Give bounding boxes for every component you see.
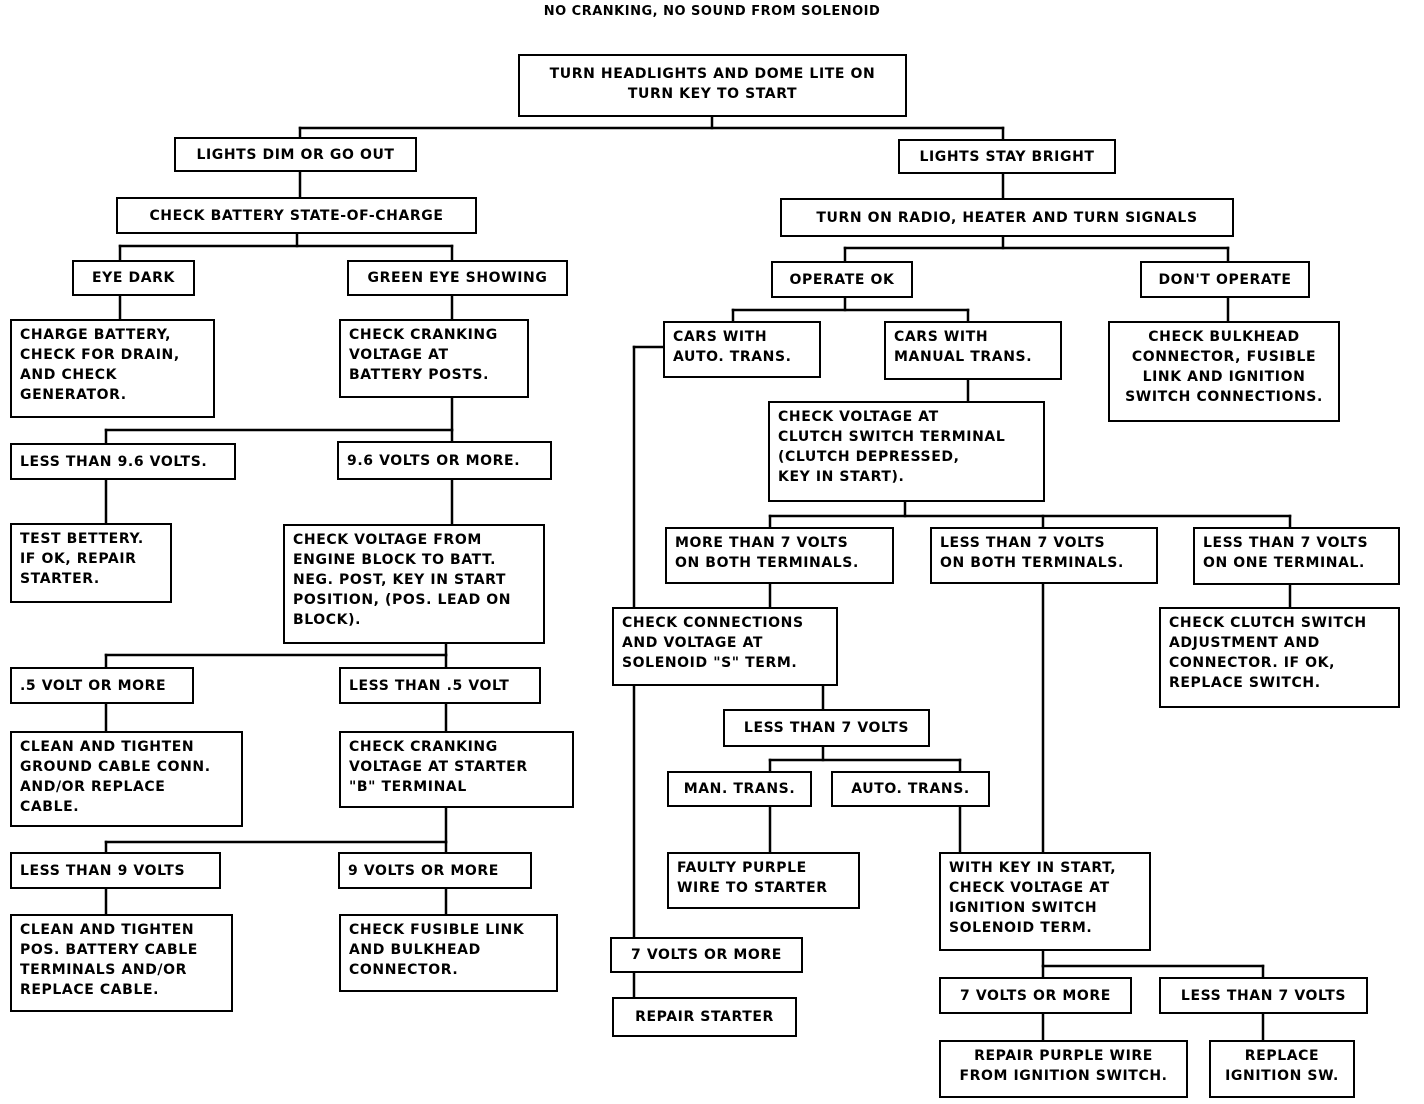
faulty-purple-wire-box: FAULTY PURPLE WIRE TO STARTER: [667, 852, 860, 909]
less-7-both-box: LESS THAN 7 VOLTS ON BOTH TERMINALS.: [930, 527, 1158, 584]
check-bulkhead-box: CHECK BULKHEAD CONNECTOR, FUSIBLE LINK A…: [1108, 321, 1340, 422]
man-trans-box: MAN. TRANS.: [667, 771, 812, 807]
repair-purple-wire-box: REPAIR PURPLE WIRE FROM IGNITION SWITCH.: [939, 1040, 1188, 1098]
check-connections-s-box: CHECK CONNECTIONS AND VOLTAGE AT SOLENOI…: [612, 607, 838, 686]
more-7-both-box: MORE THAN 7 VOLTS ON BOTH TERMINALS.: [665, 527, 894, 584]
less-7-ignition-box: LESS THAN 7 VOLTS: [1159, 977, 1368, 1014]
turn-on-radio-box: TURN ON RADIO, HEATER AND TURN SIGNALS: [780, 198, 1234, 237]
less-than-9-box: LESS THAN 9 VOLTS: [10, 852, 221, 889]
half-volt-or-more-box: .5 VOLT OR MORE: [10, 667, 194, 704]
replace-ignition-switch-box: REPLACE IGNITION SW.: [1209, 1040, 1355, 1098]
less-7-solenoid-box: LESS THAN 7 VOLTS: [723, 709, 930, 747]
check-battery-box: CHECK BATTERY STATE-OF-CHARGE: [116, 197, 477, 234]
cars-manual-trans-box: CARS WITH MANUAL TRANS.: [884, 321, 1062, 380]
check-clutch-terminal-box: CHECK VOLTAGE AT CLUTCH SWITCH TERMINAL …: [768, 401, 1045, 502]
clean-pos-cable-box: CLEAN AND TIGHTEN POS. BATTERY CABLE TER…: [10, 914, 233, 1012]
check-engine-block-box: CHECK VOLTAGE FROM ENGINE BLOCK TO BATT.…: [283, 524, 545, 644]
check-cranking-starter-box: CHECK CRANKING VOLTAGE AT STARTER "B" TE…: [339, 731, 574, 808]
9-or-more-box: 9 VOLTS OR MORE: [338, 852, 532, 889]
charge-battery-box: CHARGE BATTERY, CHECK FOR DRAIN, AND CHE…: [10, 319, 215, 418]
test-battery-box: TEST BETTERY. IF OK, REPAIR STARTER.: [10, 523, 172, 603]
check-cranking-battery-box: CHECK CRANKING VOLTAGE AT BATTERY POSTS.: [339, 319, 529, 398]
7-or-more-solenoid-box: 7 VOLTS OR MORE: [610, 937, 803, 973]
key-in-start-box: WITH KEY IN START, CHECK VOLTAGE AT IGNI…: [939, 852, 1151, 951]
check-clutch-adjust-box: CHECK CLUTCH SWITCH ADJUSTMENT AND CONNE…: [1159, 607, 1400, 708]
eye-dark-box: EYE DARK: [72, 260, 195, 296]
less-7-one-box: LESS THAN 7 VOLTS ON ONE TERMINAL.: [1193, 527, 1400, 585]
7-or-more-ignition-box: 7 VOLTS OR MORE: [939, 977, 1132, 1014]
check-fusible-link-box: CHECK FUSIBLE LINK AND BULKHEAD CONNECTO…: [339, 914, 558, 992]
dont-operate-box: DON'T OPERATE: [1140, 261, 1310, 298]
less-than-9-6-box: LESS THAN 9.6 VOLTS.: [10, 443, 236, 480]
clean-ground-box: CLEAN AND TIGHTEN GROUND CABLE CONN. AND…: [10, 731, 243, 827]
start-box: TURN HEADLIGHTS AND DOME LITE ON TURN KE…: [518, 54, 907, 117]
lights-dim-box: LIGHTS DIM OR GO OUT: [174, 137, 417, 172]
cars-auto-trans-box: CARS WITH AUTO. TRANS.: [663, 321, 821, 378]
repair-starter-box: REPAIR STARTER: [612, 997, 797, 1037]
less-than-half-volt-box: LESS THAN .5 VOLT: [339, 667, 541, 704]
auto-trans-box: AUTO. TRANS.: [831, 771, 990, 807]
green-eye-box: GREEN EYE SHOWING: [347, 260, 568, 296]
operate-ok-box: OPERATE OK: [771, 261, 913, 298]
lights-bright-box: LIGHTS STAY BRIGHT: [898, 139, 1116, 174]
9-6-or-more-box: 9.6 VOLTS OR MORE.: [337, 441, 552, 480]
diagram-title: NO CRANKING, NO SOUND FROM SOLENOID: [543, 4, 881, 19]
